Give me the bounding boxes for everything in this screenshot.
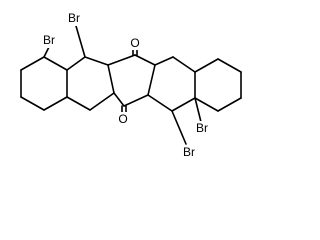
- bond: [43, 96, 68, 111]
- bond: [66, 56, 86, 71]
- molecule-structure: Br Br Br Br O O: [20, 11, 242, 160]
- bond: [89, 92, 115, 111]
- bond: [172, 56, 196, 73]
- bond: [107, 64, 115, 94]
- atom-labels: Br Br Br Br O O: [38, 11, 213, 160]
- bromine-label: Br: [68, 11, 80, 25]
- oxygen-label: O: [130, 36, 139, 50]
- bond: [147, 94, 173, 112]
- bond: [43, 46, 50, 58]
- bond: [123, 94, 149, 107]
- bond: [66, 96, 91, 111]
- bond: [154, 56, 174, 66]
- bond: [20, 56, 45, 71]
- bromine-label: Br: [43, 33, 55, 47]
- bond: [134, 54, 156, 66]
- bond: [107, 54, 136, 66]
- bond: [194, 58, 219, 73]
- bromine-label: Br: [196, 121, 208, 135]
- bond: [171, 110, 187, 145]
- bond-skeleton: [20, 25, 242, 145]
- bond: [113, 92, 125, 107]
- bond: [20, 96, 45, 111]
- bond: [217, 58, 242, 73]
- bond: [84, 56, 109, 66]
- bond: [217, 97, 242, 112]
- bond: [147, 64, 156, 96]
- bond: [194, 97, 202, 123]
- bond: [75, 25, 86, 58]
- bond: [194, 97, 219, 112]
- oxygen-label: O: [118, 112, 127, 126]
- bond: [171, 97, 196, 112]
- bond: [43, 56, 68, 71]
- bromine-label: Br: [183, 145, 195, 159]
